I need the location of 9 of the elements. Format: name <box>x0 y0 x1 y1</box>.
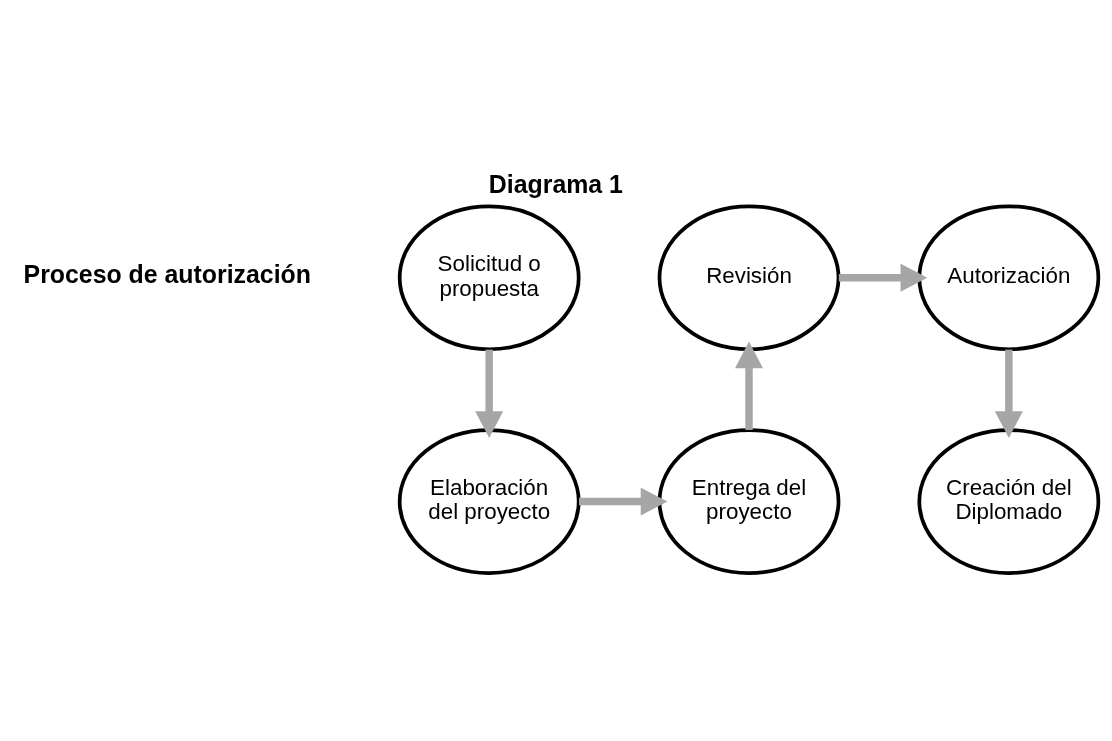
diagram-title: Diagrama 1 <box>488 169 623 198</box>
arrow <box>838 263 928 292</box>
node-ellipse: Revisión <box>657 203 841 351</box>
label: Proceso de autorización <box>23 259 311 288</box>
node-ellipse: Elaboración del proyecto <box>397 427 581 575</box>
node-ellipse: Creación del Diplomado <box>917 427 1101 575</box>
node-ellipse: Autorización <box>917 203 1101 351</box>
node-ellipse: Entrega del proyecto <box>657 427 841 575</box>
node-ellipse: Solicitud o propuesta <box>397 203 581 351</box>
